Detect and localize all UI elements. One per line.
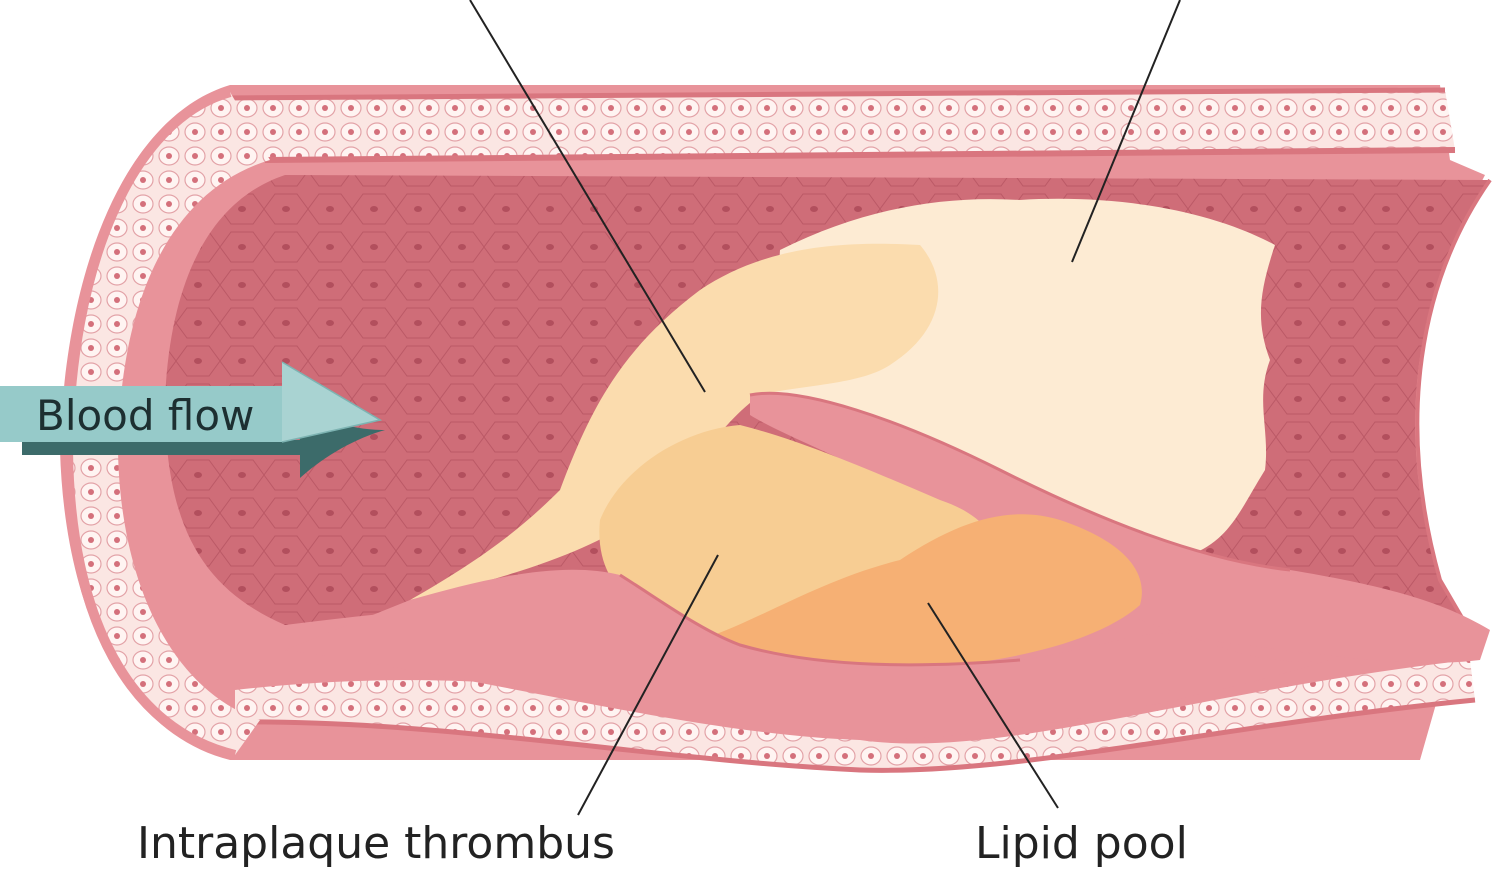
lipid-pool-label: Lipid pool <box>975 818 1188 869</box>
intraplaque-thrombus-label: Intraplaque thrombus <box>137 818 615 869</box>
blood-flow-label: Blood flow <box>36 391 254 440</box>
